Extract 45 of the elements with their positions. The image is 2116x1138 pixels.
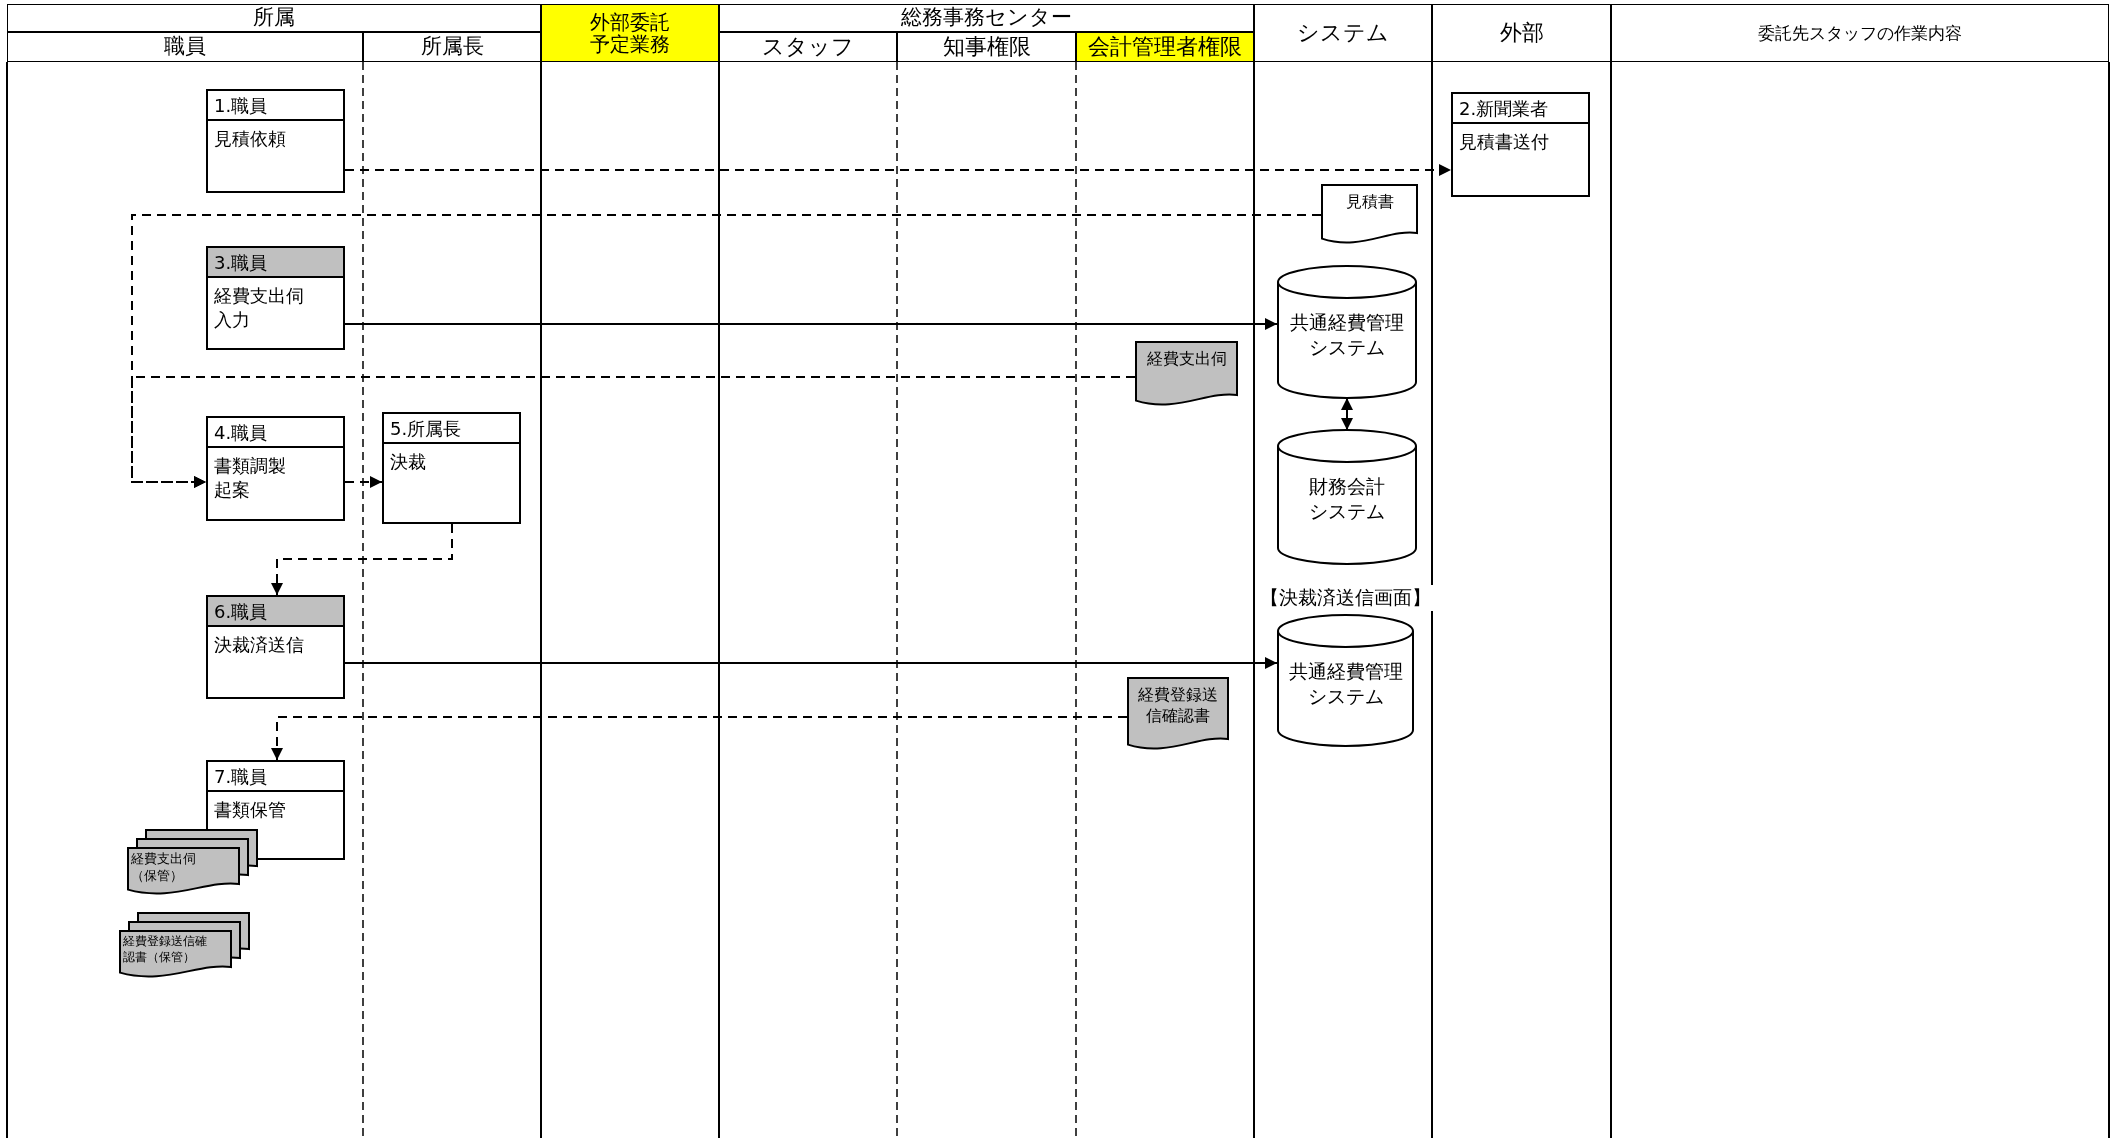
node-text: 経費登録送信確認書 [1137,685,1219,727]
header-cell: 委託先スタッフの作業内容 [1611,4,2109,62]
node-text: 経費支出伺 [1145,349,1228,370]
database-cylinder [1277,266,1417,398]
header-cell: 外部 [1432,4,1611,62]
process-box [206,89,345,193]
arrow [344,476,383,488]
header-cell: 職員 [7,32,363,62]
arrow [344,657,1278,669]
header-cell: システム [1254,4,1432,62]
step-text: 書類調製起案 [214,454,287,503]
arrow [344,318,1278,330]
header-cell: 所属長 [363,32,541,62]
node-text: 財務会計システム [1308,474,1386,524]
step-text: 見積依頼 [214,127,287,151]
step-text: 決裁済送信 [214,633,305,657]
node-text: 共通経費管理システム [1289,310,1405,360]
header-cell: 所属 [7,4,541,32]
process-box [206,595,345,699]
process-box [206,416,345,521]
header-cell: 総務事務センター [719,4,1254,32]
database-cylinder [1277,615,1414,746]
node-text: 見積書 [1344,192,1395,213]
step-text: 見積書送付 [1459,130,1550,154]
process-box [1451,92,1590,197]
process-box [382,412,521,524]
node-text: 共通経費管理システム [1287,659,1404,709]
arrow [131,376,1136,488]
step-text: 決裁 [390,450,427,474]
database-cylinder [1277,430,1417,564]
node-text: 経費支出伺（保管） [131,851,197,885]
step-text: 書類保管 [214,798,287,822]
step-heading: 3.職員 [208,248,343,278]
step-text: 経費支出伺入力 [214,284,305,333]
step-heading: 6.職員 [208,597,343,627]
double-arrow [1341,397,1353,431]
header-cell: 知事権限 [897,32,1076,62]
process-box [206,246,345,350]
node-text: 経費登録送信確認書（保管） [123,934,208,966]
header-cell: スタッフ [719,32,897,62]
arrow [344,164,1452,176]
header-cell: 会計管理者権限 [1076,32,1254,62]
header-cell: 外部委託予定業務 [541,4,719,62]
arrow [271,523,453,596]
arrow [271,716,1128,761]
